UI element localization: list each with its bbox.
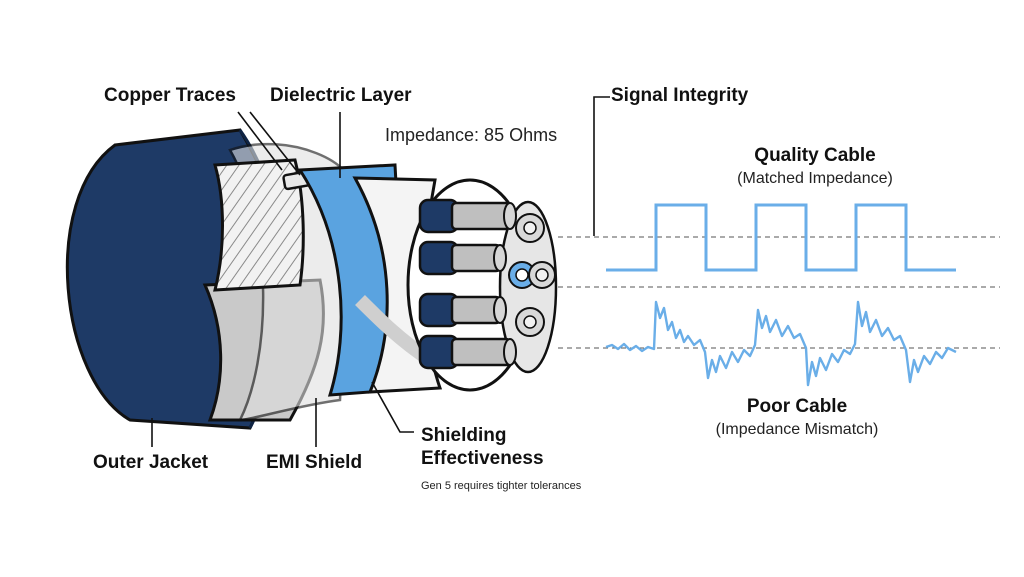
poor-cable-subtitle: (Impedance Mismatch) — [715, 421, 879, 438]
emi-shield-label: EMI Shield — [266, 452, 363, 473]
quality-cable-title: Quality Cable — [754, 145, 876, 166]
quality-cable-subtitle: (Matched Impedance) — [737, 170, 893, 187]
wire — [418, 240, 507, 276]
signal-integrity-label: Signal Integrity — [611, 85, 749, 106]
wire — [418, 292, 507, 328]
shielding-effectiveness-line2: Effectiveness — [421, 448, 544, 469]
impedance-label: Impedance: 85 Ohms — [385, 125, 558, 145]
shielding-effectiveness-line1: Shielding — [421, 425, 507, 446]
outer-jacket-label: Outer Jacket — [93, 452, 209, 473]
copper-traces-label: Copper Traces — [104, 85, 236, 106]
gen5-note: Gen 5 requires tighter tolerances — [421, 480, 582, 492]
conductor-cross-sections — [508, 213, 556, 337]
leader-lines — [151, 96, 610, 447]
poor-cable-waveform — [605, 300, 957, 387]
inner-wires — [418, 198, 517, 370]
dielectric-layer-label: Dielectric Layer — [270, 85, 412, 106]
poor-cable-title: Poor Cable — [746, 396, 848, 417]
wire — [418, 198, 517, 234]
quality-cable-waveform — [606, 203, 956, 272]
wire — [418, 334, 517, 370]
